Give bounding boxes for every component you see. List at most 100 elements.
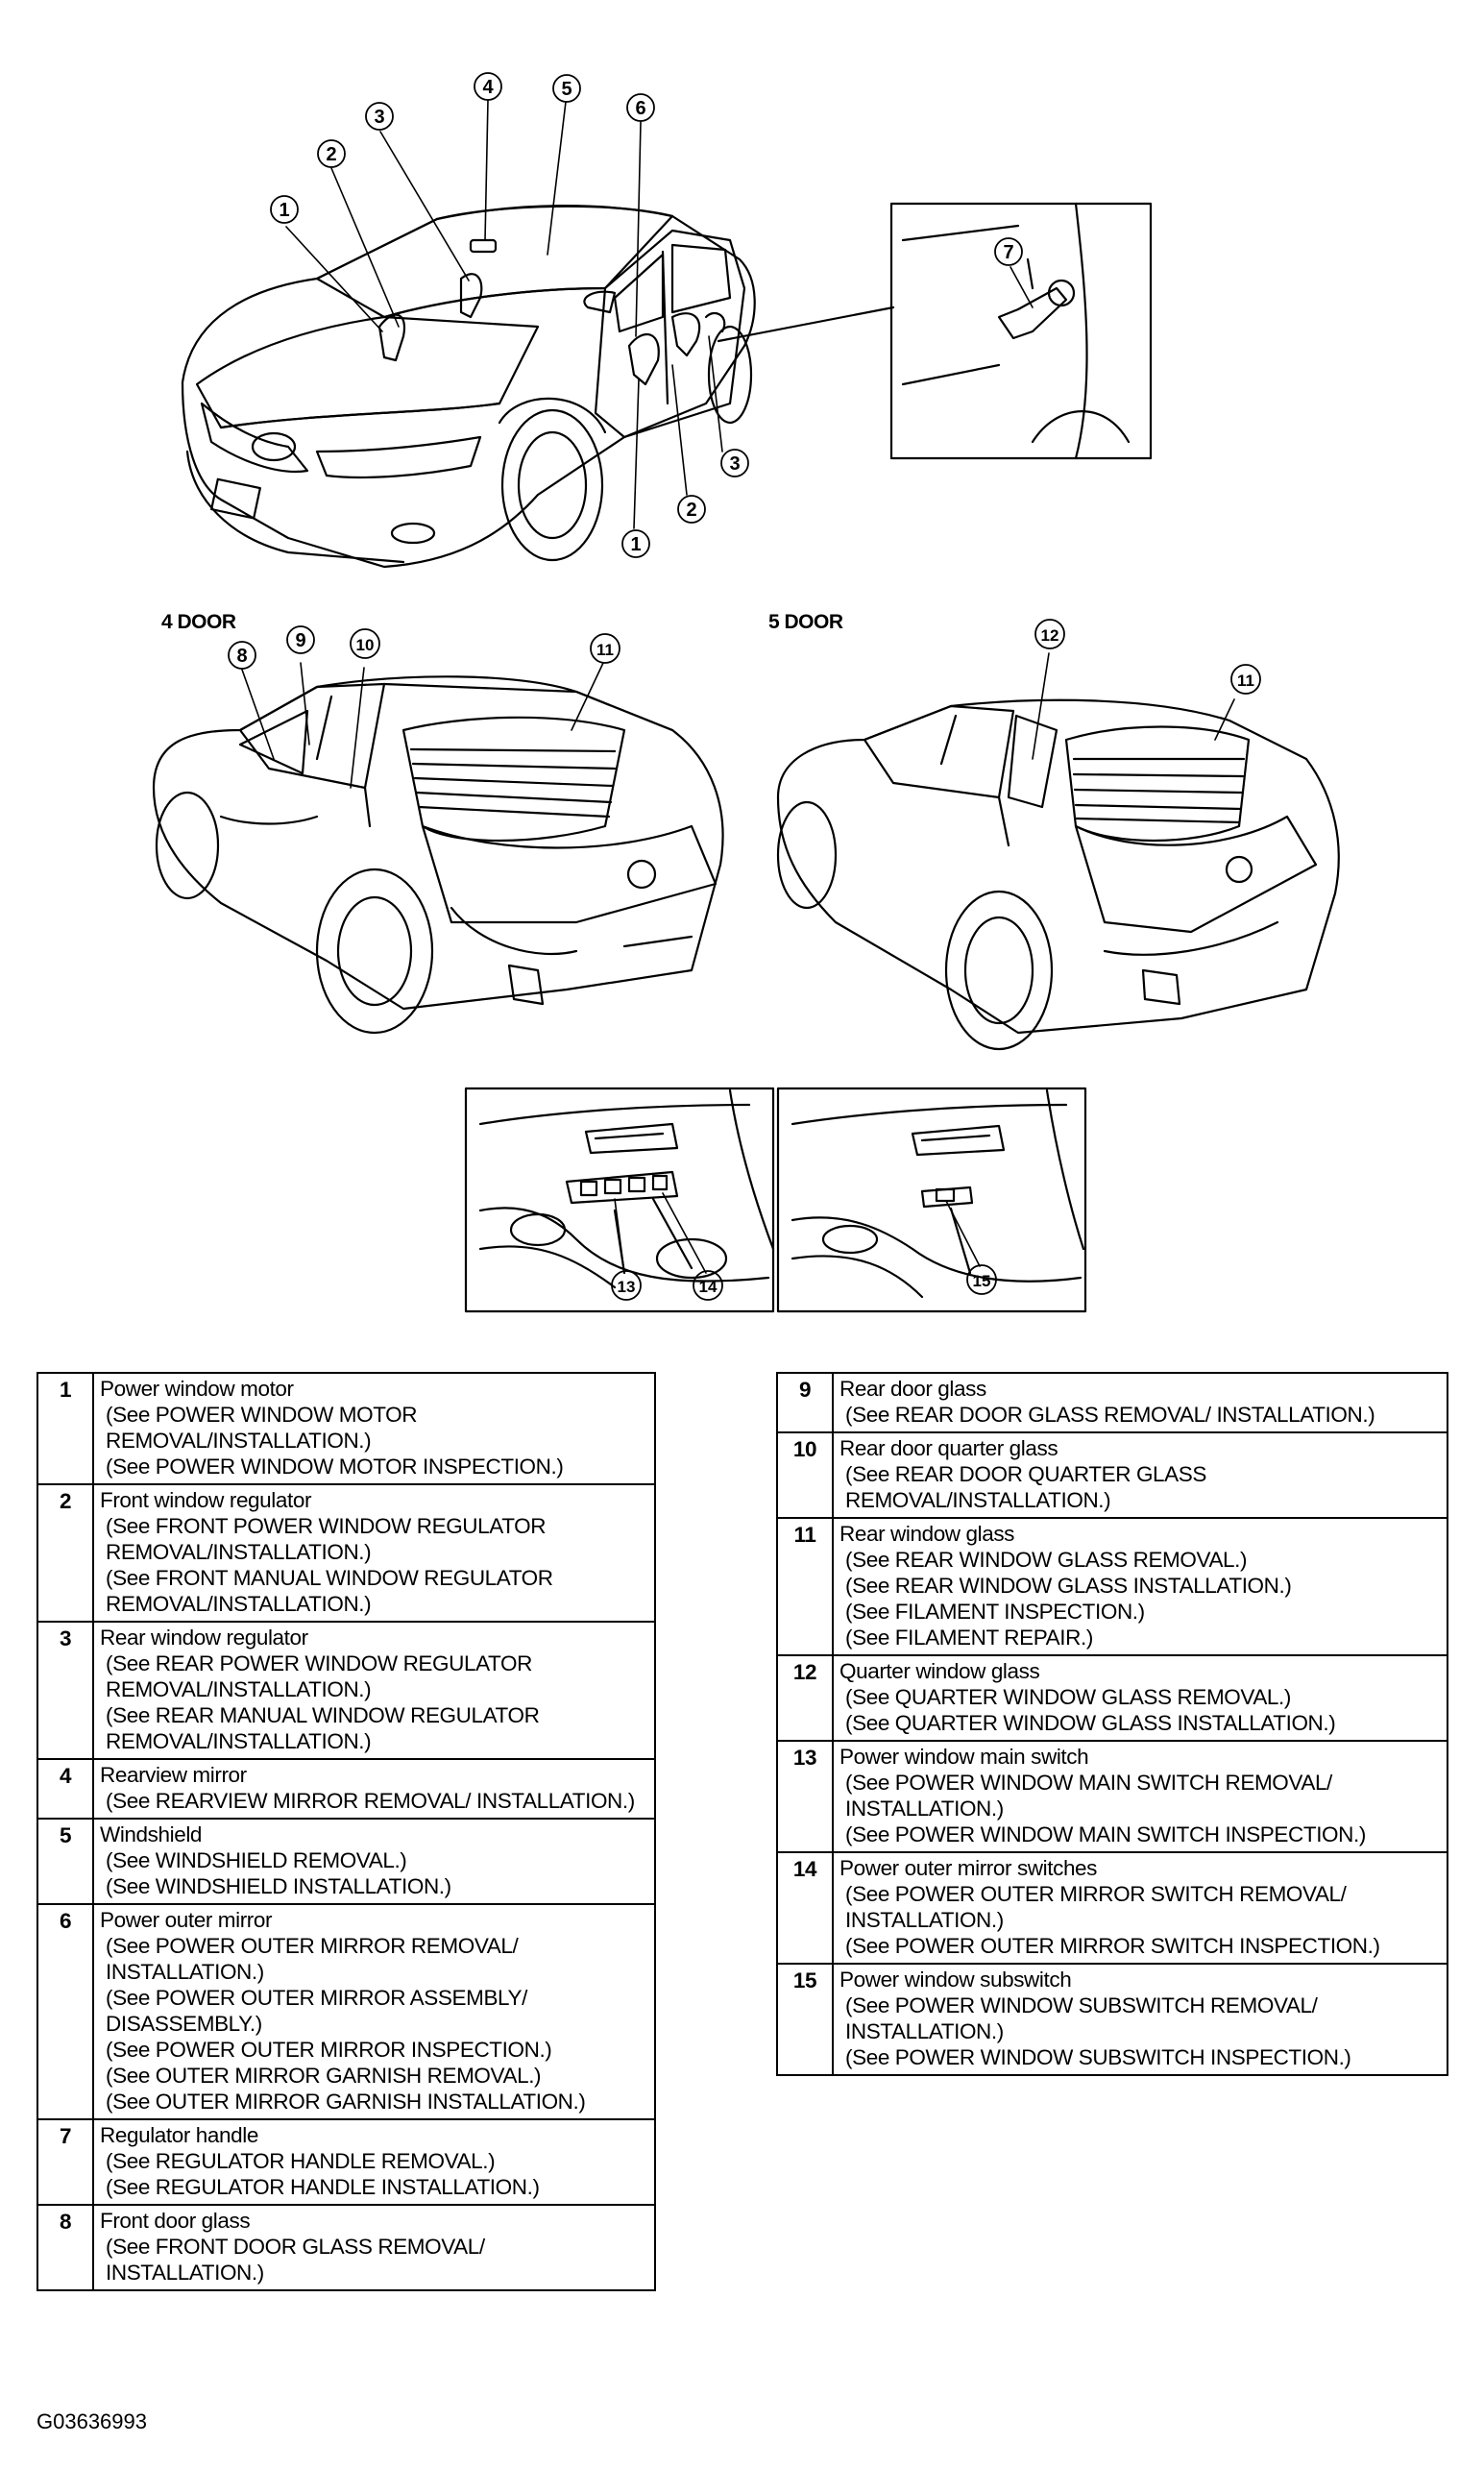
- svg-text:8: 8: [236, 646, 247, 667]
- callout-9: 9: [286, 625, 315, 654]
- legend-item-reference: (See QUARTER WINDOW GLASS INSTALLATION.): [845, 1711, 1336, 1735]
- legend-item-name: Power window main switch: [839, 1745, 1089, 1769]
- callout-5: 5: [552, 74, 581, 103]
- callout-1-front: 1: [270, 195, 299, 224]
- legend-item-reference: (See FRONT MANUAL WINDOW REGULATOR REMOV…: [106, 1566, 553, 1616]
- legend-item-description: Regulator handle(See REGULATOR HANDLE RE…: [92, 2118, 656, 2206]
- legend-item-reference: (See FILAMENT INSPECTION.): [845, 1600, 1145, 1624]
- callout-2-door: 2: [677, 495, 706, 524]
- svg-text:14: 14: [699, 1278, 718, 1296]
- callout-10: 10: [350, 628, 380, 659]
- svg-text:9: 9: [295, 630, 305, 651]
- legend-item-number: 4: [36, 1758, 94, 1820]
- legend-item-reference: (See POWER OUTER MIRROR ASSEMBLY/ DISASS…: [106, 1986, 527, 2036]
- legend-item-reference: (See FRONT POWER WINDOW REGULATOR REMOVA…: [106, 1514, 547, 1564]
- svg-text:1: 1: [630, 534, 641, 555]
- legend-item-number: 13: [776, 1740, 834, 1853]
- callout-3-door: 3: [720, 449, 749, 477]
- legend-item-reference: (See POWER WINDOW MAIN SWITCH REMOVAL/ I…: [845, 1771, 1332, 1821]
- legend-item-description: Rear window glass (See REAR WINDOW GLASS …: [832, 1517, 1448, 1656]
- legend-item-reference: (See REAR POWER WINDOW REGULATOR REMOVAL…: [106, 1651, 532, 1701]
- legend-item-reference: (See OUTER MIRROR GARNISH REMOVAL.): [106, 2064, 542, 2088]
- callout-leaders: [241, 99, 1235, 1274]
- legend-item-reference: (See POWER WINDOW SUBSWITCH REMOVAL/ INS…: [845, 1993, 1318, 2043]
- five-door-label: 5 DOOR: [768, 611, 843, 633]
- passenger-switch-panel-inset: [776, 1087, 1087, 1313]
- legend-item-name: Rear door glass: [839, 1377, 986, 1401]
- svg-text:4: 4: [482, 77, 494, 98]
- legend-item-number: 5: [36, 1818, 94, 1905]
- legend-item-number: 3: [36, 1621, 94, 1760]
- callout-15: 15: [966, 1264, 997, 1295]
- svg-text:2: 2: [686, 500, 696, 521]
- legend-item-number: 9: [776, 1372, 834, 1433]
- legend-item-reference: (See FILAMENT REPAIR.): [845, 1626, 1093, 1650]
- legend-item-name: Rear door quarter glass: [839, 1436, 1058, 1460]
- exploded-view-illustration: 1 2 3 4 5 6 3 2 1 7 8 9 10 11 12 11: [152, 72, 1340, 1313]
- svg-text:3: 3: [374, 107, 384, 128]
- legend-item-reference: (See POWER OUTER MIRROR SWITCH REMOVAL/ …: [845, 1882, 1347, 1932]
- legend-item-description: Power window motor(See POWER WINDOW MOTO…: [92, 1372, 656, 1485]
- legend-item-reference: (See WINDSHIELD REMOVAL.): [106, 1848, 407, 1872]
- driver-switch-panel-inset: [464, 1087, 775, 1313]
- regulator-handle-inset: [889, 202, 1153, 460]
- callout-13: 13: [611, 1270, 642, 1301]
- five-door-rear-view: [776, 698, 1340, 1051]
- legend-item-description: Power window main switch(See POWER WINDO…: [832, 1740, 1448, 1853]
- legend-item-description: Windshield(See WINDSHIELD REMOVAL.)(See …: [92, 1818, 656, 1905]
- callout-14: 14: [693, 1270, 723, 1301]
- legend-item-description: Front door glass(See FRONT DOOR GLASS RE…: [92, 2204, 656, 2291]
- legend-item-number: 2: [36, 1483, 94, 1623]
- legend-item-name: Front door glass: [100, 2209, 251, 2233]
- svg-text:11: 11: [596, 641, 614, 659]
- svg-text:7: 7: [1003, 242, 1013, 263]
- legend-item-reference: (See POWER OUTER MIRROR REMOVAL/ INSTALL…: [106, 1934, 519, 1984]
- legend-item-name: Front window regulator: [100, 1488, 312, 1512]
- callout-numbers: 1 2 3 4 5 6 3 2 1 7 8 9 10 11 12 11: [228, 72, 1261, 1301]
- legend-item-name: Power window subswitch: [839, 1968, 1072, 1992]
- legend-item-reference: (See REAR WINDOW GLASS INSTALLATION.): [845, 1574, 1292, 1598]
- legend-item-reference: (See REGULATOR HANDLE REMOVAL.): [106, 2149, 496, 2173]
- svg-text:6: 6: [635, 98, 645, 119]
- legend-item-reference: (See POWER WINDOW MAIN SWITCH INSPECTION…: [845, 1822, 1366, 1846]
- legend-item-description: Rearview mirror(See REARVIEW MIRROR REMO…: [92, 1758, 656, 1820]
- legend-item-reference: (See POWER OUTER MIRROR SWITCH INSPECTIO…: [845, 1934, 1380, 1958]
- svg-text:12: 12: [1041, 626, 1059, 645]
- legend-item-number: 15: [776, 1963, 834, 2076]
- legend-item-name: Rear window glass: [839, 1522, 1015, 1546]
- legend-item-name: Quarter window glass: [839, 1659, 1040, 1683]
- callout-6: 6: [626, 93, 655, 122]
- legend-item-reference: (See POWER WINDOW MOTOR INSPECTION.): [106, 1455, 564, 1479]
- legend-item-number: 10: [776, 1431, 834, 1519]
- front-view-sedan: [181, 205, 895, 569]
- callout-7: 7: [994, 237, 1023, 266]
- legend-item-name: Regulator handle: [100, 2123, 258, 2147]
- svg-text:11: 11: [1237, 672, 1254, 690]
- legend-item-number: 6: [36, 1903, 94, 2120]
- legend-item-reference: (See POWER WINDOW SUBSWITCH INSPECTION.): [845, 2045, 1351, 2069]
- callout-1-door: 1: [621, 529, 650, 558]
- legend-item-number: 8: [36, 2204, 94, 2291]
- legend-item-description: Rear door quarter glass(See REAR DOOR QU…: [832, 1431, 1448, 1519]
- callout-4: 4: [474, 72, 502, 101]
- legend-item-reference: (See REAR MANUAL WINDOW REGULATOR REMOVA…: [106, 1703, 540, 1753]
- svg-text:2: 2: [326, 144, 336, 165]
- legend-item-description: Power window subswitch(See POWER WINDOW …: [832, 1963, 1448, 2076]
- svg-text:13: 13: [618, 1278, 636, 1296]
- legend-item-number: 1: [36, 1372, 94, 1485]
